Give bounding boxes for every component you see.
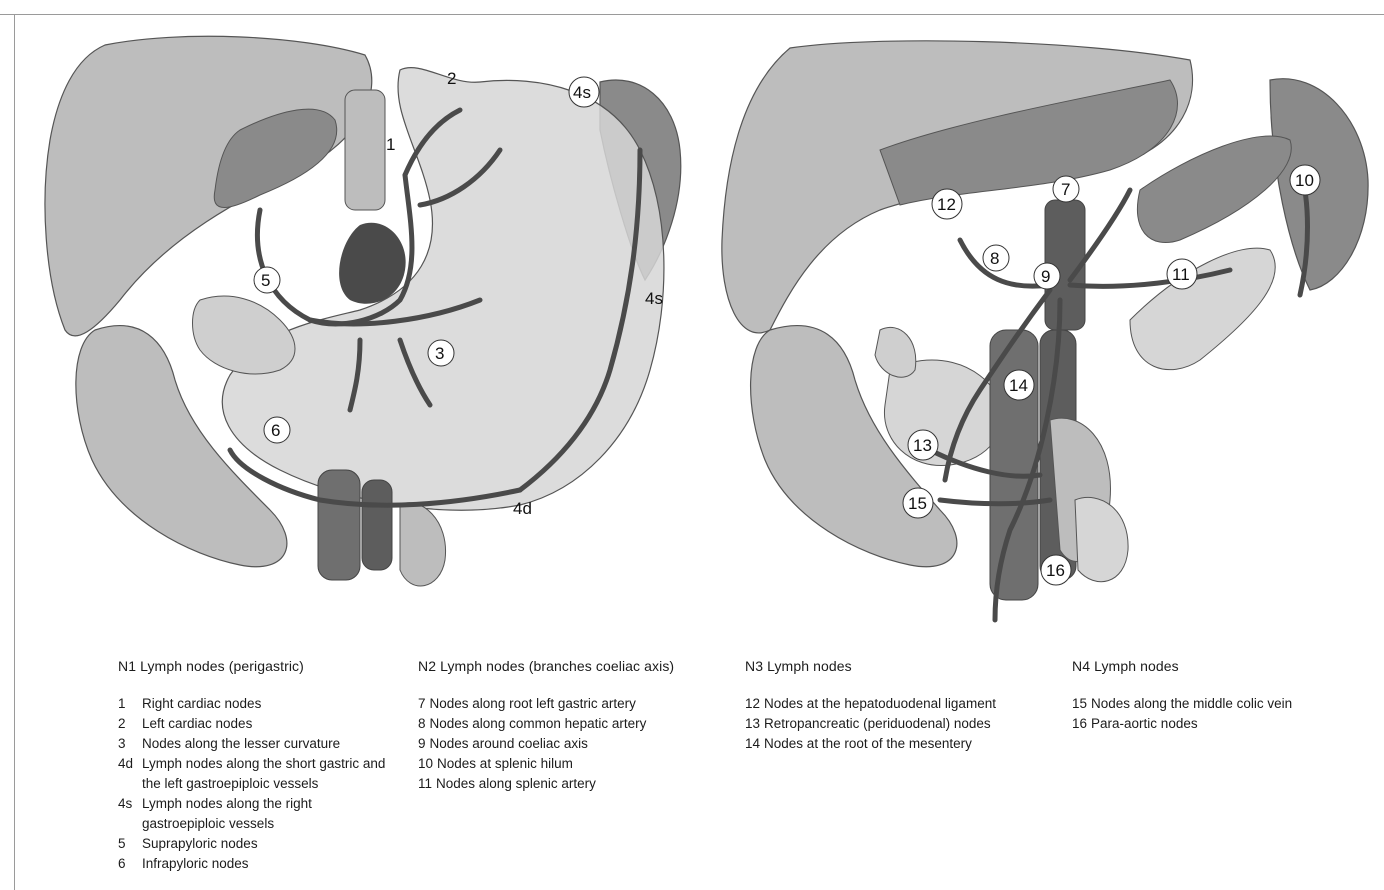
label-node-4s-side: 4s xyxy=(645,289,663,308)
left-duodenum xyxy=(193,296,296,374)
label-node-6: 6 xyxy=(271,421,280,440)
label-node-5: 5 xyxy=(261,271,270,290)
left-oesophagus xyxy=(345,90,385,210)
label-node-8: 8 xyxy=(990,249,999,268)
legend-n2: N2 Lymph nodes (branches coeliac axis) 7… xyxy=(418,656,718,794)
left-aorta xyxy=(318,470,360,580)
left-kidney xyxy=(400,503,446,586)
left-left-gastric-vein xyxy=(339,223,406,304)
label-node-4s-top: 4s xyxy=(573,83,591,102)
right-colon-transverse xyxy=(1130,248,1275,370)
label-node-1: 1 xyxy=(386,135,395,154)
legend-n3-title: N3 Lymph nodes xyxy=(745,656,1055,676)
right-small-loop xyxy=(875,327,916,377)
left-figure: 1 2 3 4s 4s 4d 5 6 xyxy=(45,36,681,586)
right-figure: 12 7 8 9 10 11 13 14 15 16 xyxy=(722,41,1368,620)
label-node-14: 14 xyxy=(1009,376,1028,395)
left-vena-cava xyxy=(362,480,392,570)
label-node-15: 15 xyxy=(908,494,927,513)
legend-n2-title: N2 Lymph nodes (branches coeliac axis) xyxy=(418,656,718,676)
label-node-13: 13 xyxy=(913,436,932,455)
label-node-10: 10 xyxy=(1295,171,1314,190)
legend-n1-title: N1 Lymph nodes (perigastric) xyxy=(118,656,398,676)
label-node-12: 12 xyxy=(937,195,956,214)
anatomy-illustrations: 1 2 3 4s 4s 4d 5 6 xyxy=(0,0,1384,640)
label-node-16: 16 xyxy=(1046,561,1065,580)
label-node-7: 7 xyxy=(1061,180,1070,199)
label-node-3: 3 xyxy=(435,344,444,363)
right-kidney-lower xyxy=(1075,497,1128,581)
left-liver xyxy=(45,36,372,336)
label-node-11: 11 xyxy=(1172,265,1190,284)
label-node-2: 2 xyxy=(447,69,456,88)
label-node-9: 9 xyxy=(1041,267,1050,286)
legend-n4-title: N4 Lymph nodes xyxy=(1072,656,1362,676)
right-pancreas-tail xyxy=(1137,136,1291,243)
label-node-4d: 4d xyxy=(513,499,532,518)
